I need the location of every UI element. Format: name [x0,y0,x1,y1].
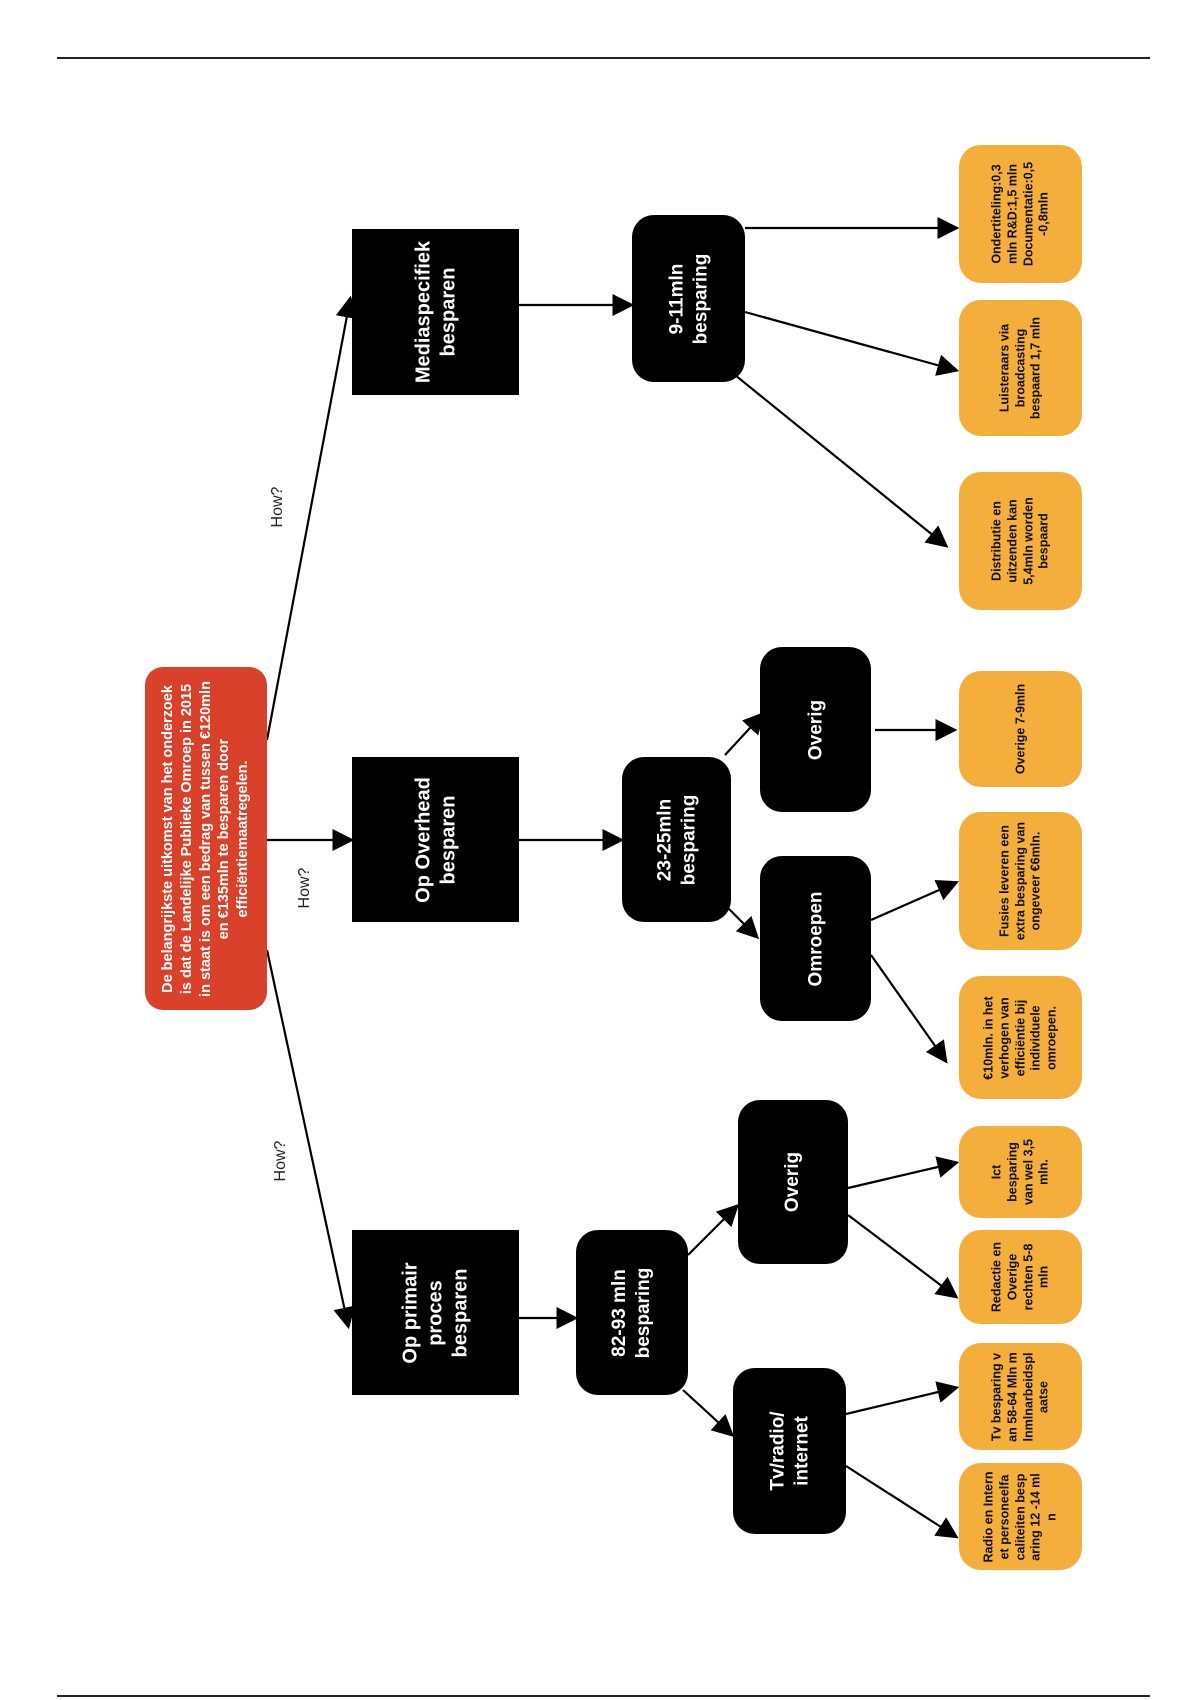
arrow [682,1389,735,1437]
arrow [265,295,358,741]
arrow [265,949,356,1330]
how-label: How? [272,1140,289,1182]
arrow [734,374,949,548]
leaf-node: Luisteraars via broadcasting bespaard 1,… [959,300,1082,436]
leaf-node: Distributie en uitzenden kan 5,4mln word… [959,472,1082,610]
node-overhead-saving: 23-25mln besparing [622,757,731,922]
root-node: De belangrijkste uitkomst van het onderz… [145,667,267,1010]
node-tv-radio-internet: Tv/radio/ internet [733,1368,846,1534]
node-overhead: Op Overhead besparen [352,757,519,922]
arrow [870,954,948,1064]
leaf-node: Radio en Internet personeelfacaliteiten … [959,1463,1082,1570]
leaf-node: €10mln. in het verhogen van efficiëntie … [959,976,1082,1099]
arrow [724,904,760,940]
leaf-node: Redactie en Overige rechten 5-8 mln [959,1230,1082,1324]
leaf-node: Ondertiteling:0,3 mln R&D:1,5 mln Docume… [959,145,1082,283]
how-label: How? [269,486,286,528]
leaf-node: Tv besparing van 58-64 Mln mlnmlnarbeids… [959,1343,1082,1450]
bottom-rule [57,1695,1150,1697]
arrow [847,1214,959,1299]
arrow [744,310,960,376]
arrow [845,1465,959,1539]
node-media-saving: 9-11mln besparing [632,215,745,382]
node-overhead-overig: Overig [760,647,871,812]
arrow [724,711,765,756]
leaf-node: Fusies leveren een extra besparing van o… [959,812,1082,950]
node-mediaspecifiek: Mediaspecifiek besparen [352,229,519,395]
node-omroepen: Omroepen [760,856,871,1021]
node-primair-overig: Overig [738,1100,848,1264]
how-label: How? [296,867,313,909]
node-primair-saving: 82-93 mln besparing [576,1230,688,1395]
arrow [687,1203,740,1256]
leaf-node: Overige 7-9mln [959,671,1082,787]
arrow [847,1156,960,1190]
leaf-node: Ict besparing van wel 3,5 mln. [959,1126,1082,1218]
top-rule [57,57,1150,59]
node-primair: Op primair proces besparen [352,1230,519,1395]
arrow [845,1381,960,1416]
arrow [870,880,960,922]
